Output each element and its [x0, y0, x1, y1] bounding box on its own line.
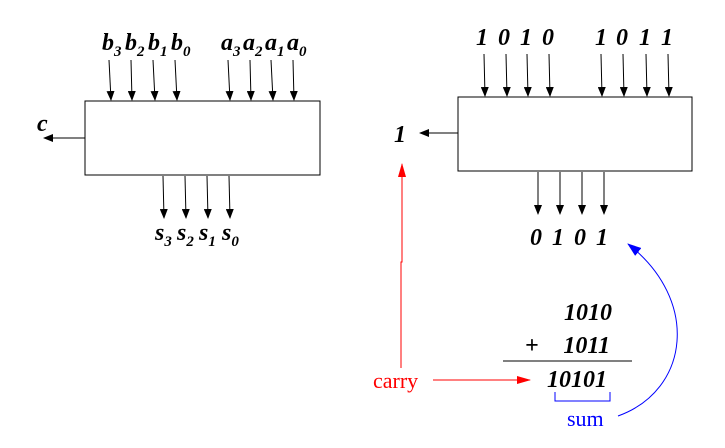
- numeric-adder: 1 0 1 0 1 0 1 1 1 0 1 0 1: [394, 25, 693, 251]
- input-a2: 0: [616, 25, 628, 51]
- output-s0: 1: [596, 225, 608, 251]
- sum-curve-arrow: [617, 243, 678, 417]
- adder-box: [84, 100, 321, 176]
- input-b0: b0: [171, 30, 191, 60]
- input-b0: 0: [542, 25, 554, 51]
- sum-annotation: sum: [554, 243, 678, 431]
- carry-out-label: c: [37, 111, 48, 137]
- input-b3: b3: [102, 30, 122, 60]
- operand-1: 1010: [564, 300, 612, 326]
- input-b1: 1: [520, 25, 532, 51]
- output-s1: s1: [198, 220, 216, 250]
- input-b2: 0: [498, 25, 510, 51]
- input-b1: b1: [148, 30, 168, 60]
- carry-label: carry: [373, 368, 418, 393]
- input-a1: a1: [265, 30, 285, 60]
- addition-worked: 1010 + 1011 10101: [503, 300, 632, 393]
- adder-box: [457, 96, 693, 172]
- input-b3: 1: [476, 25, 488, 51]
- output-s3: 0: [530, 225, 542, 251]
- sum-label: sum: [567, 406, 604, 431]
- sum-bracket: [554, 392, 611, 402]
- carry-annotation: carry: [373, 163, 531, 393]
- input-b2: b2: [125, 30, 145, 60]
- output-s2: s2: [176, 220, 194, 250]
- input-a2: a2: [243, 30, 263, 60]
- input-a3: a3: [221, 30, 241, 60]
- output-s2: 1: [552, 225, 564, 251]
- input-a3: 1: [595, 25, 607, 51]
- input-a1: 1: [639, 25, 651, 51]
- output-s3: s3: [154, 220, 172, 250]
- input-a0: 1: [661, 25, 673, 51]
- input-a0: a0: [287, 30, 307, 60]
- plus-sign: +: [525, 333, 539, 359]
- output-s0: s0: [221, 220, 239, 250]
- symbolic-adder: b3 b2 b1 b0 a3 a2 a1 a0 c s3 s2 s1 s0: [37, 30, 321, 250]
- output-s1: 0: [574, 225, 586, 251]
- result: 10101: [547, 367, 607, 393]
- operand-2: 1011: [563, 333, 610, 359]
- carry-up-arrow: [398, 163, 406, 368]
- carry-out-value: 1: [394, 122, 406, 148]
